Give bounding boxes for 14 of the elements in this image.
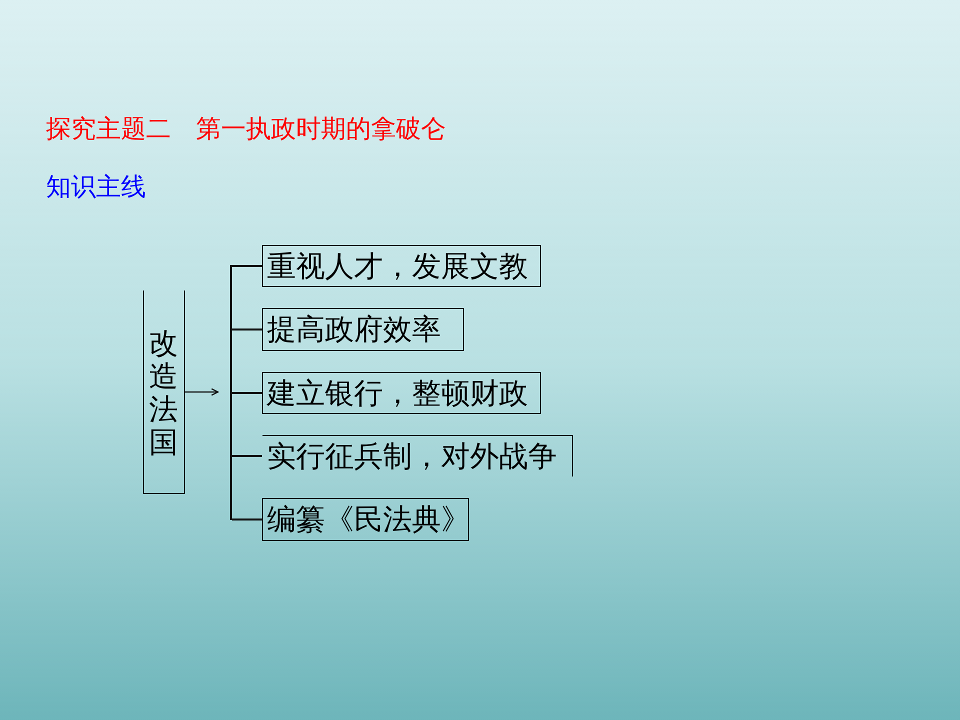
connector-line bbox=[232, 328, 262, 330]
title: 探究主题二 第一执政时期的拿破仑 bbox=[46, 113, 446, 145]
subheading: 知识主线 bbox=[46, 171, 146, 203]
connector-line bbox=[232, 265, 262, 267]
connector-line bbox=[232, 518, 262, 520]
item-box: 建立银行，整顿财政 bbox=[262, 372, 541, 414]
connector-line bbox=[232, 392, 262, 394]
item-box: 提高政府效率 bbox=[262, 308, 464, 351]
arrow bbox=[185, 388, 219, 396]
item-box: 编纂《民法典》 bbox=[262, 498, 469, 541]
item-box: 重视人才，发展文教 bbox=[262, 245, 541, 287]
topic-box: 改造法国 bbox=[143, 290, 185, 494]
connector-line bbox=[232, 455, 262, 457]
item-box: 实行征兵制，对外战争 bbox=[262, 435, 573, 477]
